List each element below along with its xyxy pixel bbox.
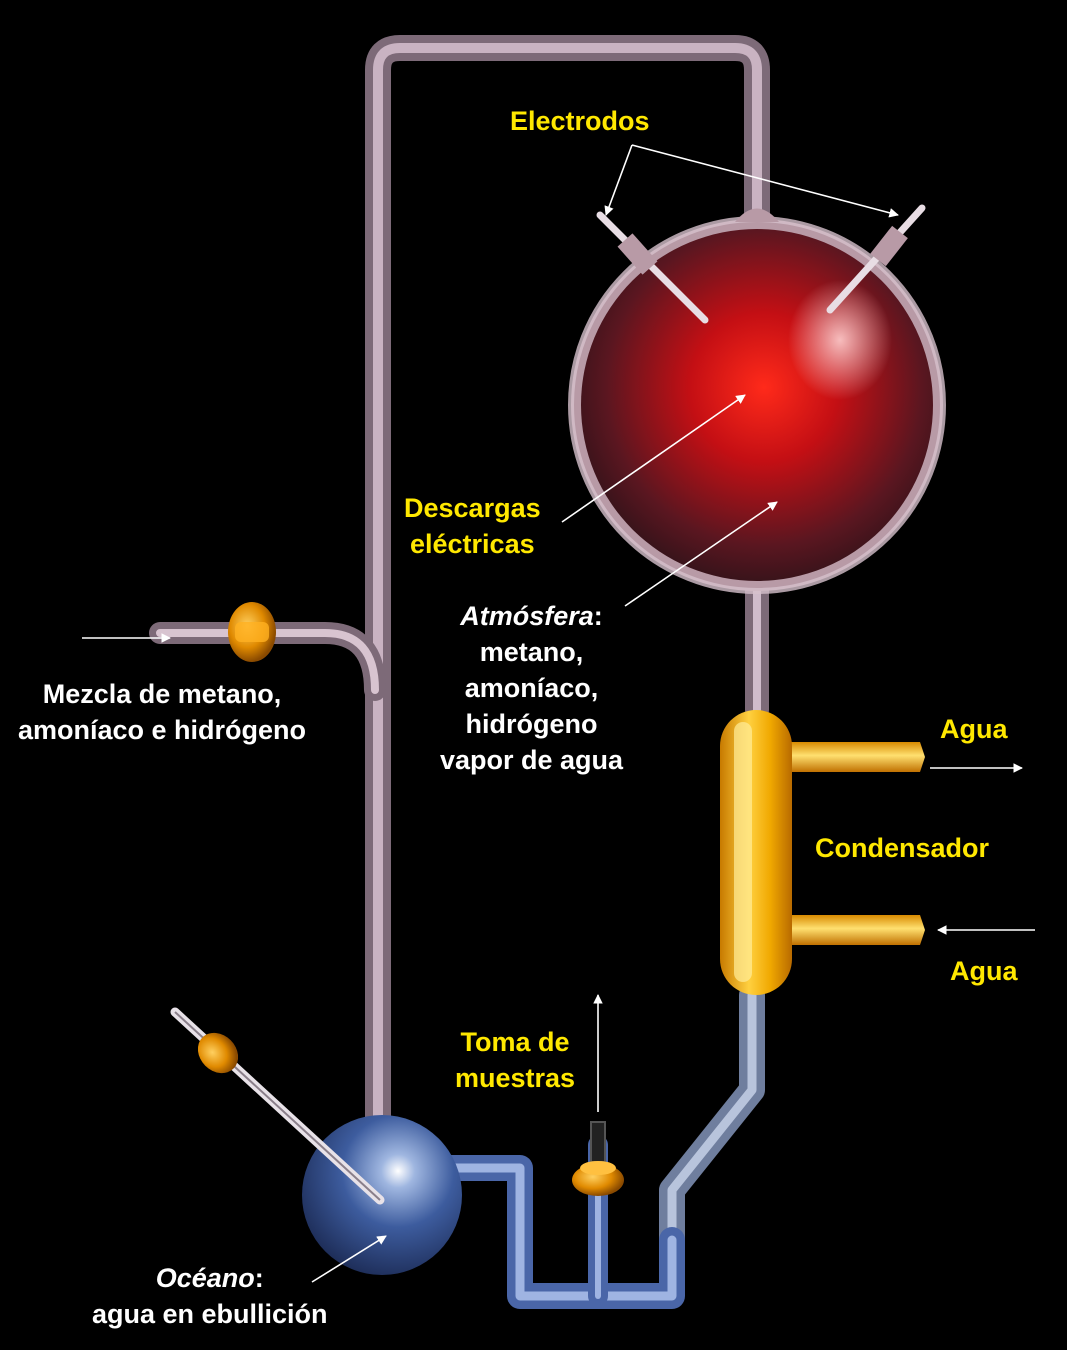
condenser bbox=[720, 710, 925, 995]
condensador-text: Condensador bbox=[815, 833, 990, 863]
reaction-flask bbox=[568, 204, 946, 594]
atmosfera-line-2: amoníaco, bbox=[464, 673, 599, 703]
atmosfera-title: Atmósfera bbox=[460, 601, 594, 631]
oceano-title: Océano bbox=[155, 1263, 255, 1293]
atmosfera-line-4: vapor de agua bbox=[440, 745, 624, 775]
atmosfera-line-1: metano, bbox=[479, 637, 584, 667]
mezcla-line-1: Mezcla de metano, bbox=[42, 679, 282, 709]
label-descargas: Descargas eléctricas bbox=[404, 490, 541, 562]
label-oceano: Océano: agua en ebullición bbox=[92, 1260, 328, 1332]
label-toma-muestras: Toma de muestras bbox=[455, 1024, 575, 1096]
oceano-colon: : bbox=[254, 1263, 264, 1293]
atmosfera-colon: : bbox=[593, 601, 603, 631]
oceano-line-2: agua en ebullición bbox=[92, 1299, 328, 1329]
toma-line-1: Toma de bbox=[460, 1027, 570, 1057]
ocean-flask bbox=[170, 1007, 462, 1275]
label-electrodos: Electrodos bbox=[510, 103, 650, 139]
descargas-line-1: Descargas bbox=[404, 493, 541, 523]
electrodos-text: Electrodos bbox=[510, 106, 650, 136]
atmosfera-line-3: hidrógeno bbox=[465, 709, 598, 739]
pointer-arrows bbox=[82, 144, 1035, 1283]
sampling-valve bbox=[572, 1121, 624, 1196]
label-atmosfera: Atmósfera: metano, amoníaco, hidrógeno v… bbox=[440, 598, 623, 778]
label-condensador: Condensador bbox=[815, 830, 989, 866]
toma-line-2: muestras bbox=[455, 1063, 576, 1093]
label-mezcla: Mezcla de metano, amoníaco e hidrógeno bbox=[18, 676, 306, 748]
agua-entrada-text: Agua bbox=[950, 956, 1018, 986]
descargas-line-2: eléctricas bbox=[410, 529, 535, 559]
label-agua-entrada: Agua bbox=[950, 953, 1018, 989]
mezcla-line-2: amoníaco e hidrógeno bbox=[18, 715, 307, 745]
label-agua-salida: Agua bbox=[940, 711, 1008, 747]
agua-salida-text: Agua bbox=[940, 714, 1008, 744]
inlet-valve bbox=[228, 602, 276, 662]
